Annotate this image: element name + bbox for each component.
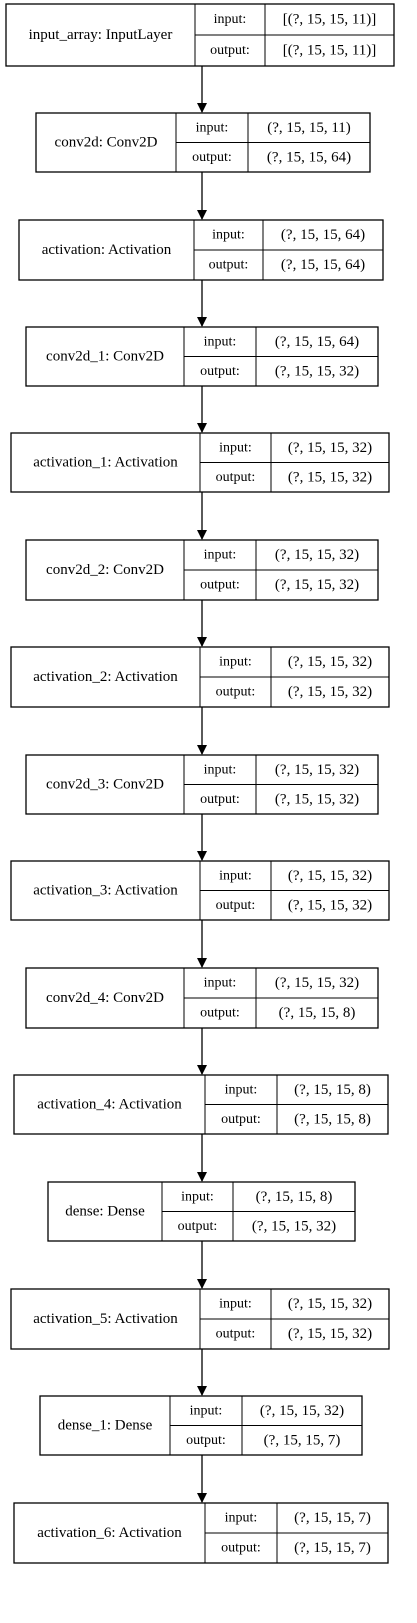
layer-name: conv2d_1: Conv2D: [46, 349, 164, 365]
layer-name: activation_6: Activation: [37, 1525, 182, 1541]
input-shape: (?, 15, 15, 32): [275, 547, 359, 563]
layer-node: conv2d_4: Conv2D input: output: (?, 15, 15,…: [25, 967, 379, 1029]
output-shape: (?, 15, 15, 64): [267, 149, 351, 165]
layer-name: conv2d_2: Conv2D: [46, 562, 164, 578]
input-label: input:: [225, 1082, 258, 1097]
output-shape: (?, 15, 15, 32): [275, 577, 359, 593]
output-shape: (?, 15, 15, 7): [294, 1540, 371, 1556]
output-shape: (?, 15, 15, 32): [288, 897, 372, 913]
output-shape: (?, 15, 15, 32): [288, 469, 372, 485]
output-shape: [(?, 15, 15, 11)]: [283, 43, 377, 59]
output-label: output:: [178, 1219, 218, 1234]
input-shape: (?, 15, 15, 11): [267, 120, 351, 136]
output-label: output:: [192, 150, 232, 165]
input-shape: [(?, 15, 15, 11)]: [283, 12, 377, 28]
output-label: output:: [186, 1433, 226, 1448]
output-shape: (?, 15, 15, 32): [275, 363, 359, 379]
layer-name: conv2d_4: Conv2D: [46, 990, 164, 1006]
layer-node: input_array: InputLayer input: output: [(?,…: [5, 3, 395, 67]
input-label: input:: [204, 976, 237, 991]
output-label: output:: [210, 43, 250, 58]
input-label: input:: [204, 334, 237, 349]
layer-node: activation_6: Activation input: output: (?,…: [13, 1502, 389, 1564]
input-shape: (?, 15, 15, 32): [288, 868, 372, 884]
output-shape: (?, 15, 15, 32): [252, 1218, 336, 1234]
layer-node: activation_4: Activation input: output: (?,…: [13, 1074, 389, 1135]
input-label: input:: [219, 440, 252, 455]
output-shape: (?, 15, 15, 7): [264, 1432, 341, 1448]
layer-name: dense_1: Dense: [58, 1418, 153, 1434]
output-label: output:: [216, 685, 256, 700]
layer-name: conv2d: Conv2D: [55, 135, 158, 151]
input-shape: (?, 15, 15, 8): [256, 1189, 333, 1205]
input-label: input:: [219, 655, 252, 670]
output-label: output:: [200, 364, 240, 379]
input-label: input:: [196, 120, 229, 135]
layer-node: activation_3: Activation input: output: (?,…: [10, 860, 390, 921]
output-label: output:: [216, 1327, 256, 1342]
layer-name: activation_3: Activation: [33, 883, 178, 899]
input-label: input:: [214, 12, 247, 27]
input-shape: (?, 15, 15, 32): [260, 1403, 344, 1419]
layer-name: conv2d_3: Conv2D: [46, 777, 164, 793]
input-label: input:: [219, 868, 252, 883]
layer-node: activation: Activation input: output: (?, 1…: [18, 219, 384, 281]
input-shape: (?, 15, 15, 8): [294, 1082, 371, 1098]
input-shape: (?, 15, 15, 32): [275, 762, 359, 778]
layer-name: activation_1: Activation: [33, 455, 178, 471]
input-label: input:: [204, 548, 237, 563]
input-label: input:: [212, 228, 245, 243]
input-shape: (?, 15, 15, 64): [275, 334, 359, 350]
layer-name: dense: Dense: [65, 1204, 145, 1220]
output-label: output:: [216, 470, 256, 485]
input-label: input:: [181, 1189, 214, 1204]
output-label: output:: [209, 258, 249, 273]
input-shape: (?, 15, 15, 32): [288, 1296, 372, 1312]
output-label: output:: [200, 1006, 240, 1021]
input-label: input:: [219, 1297, 252, 1312]
layer-node: conv2d: Conv2D input: output: (?, 15, 15, 1…: [35, 112, 371, 173]
output-label: output:: [200, 578, 240, 593]
layer-name: activation_5: Activation: [33, 1311, 178, 1327]
input-shape: (?, 15, 15, 32): [275, 975, 359, 991]
layer-node: activation_1: Activation input: output: (?,…: [10, 432, 390, 493]
output-shape: (?, 15, 15, 64): [281, 257, 365, 273]
output-shape: (?, 15, 15, 32): [288, 684, 372, 700]
input-shape: (?, 15, 15, 7): [294, 1510, 371, 1526]
output-shape: (?, 15, 15, 32): [288, 1326, 372, 1342]
layer-node: conv2d_1: Conv2D input: output: (?, 15, 15,…: [25, 326, 379, 387]
input-shape: (?, 15, 15, 32): [288, 440, 372, 456]
output-label: output:: [221, 1112, 261, 1127]
input-shape: (?, 15, 15, 32): [288, 654, 372, 670]
layer-name: activation_4: Activation: [37, 1097, 182, 1113]
layer-name: activation_2: Activation: [33, 669, 178, 685]
input-label: input:: [204, 762, 237, 777]
output-shape: (?, 15, 15, 8): [294, 1111, 371, 1127]
input-label: input:: [225, 1511, 258, 1526]
layer-node: dense_1: Dense input: output: (?, 15, 15, 3…: [39, 1395, 363, 1456]
layer-node: conv2d_3: Conv2D input: output: (?, 15, 15,…: [25, 754, 379, 815]
output-label: output:: [216, 898, 256, 913]
layer-name: input_array: InputLayer: [29, 27, 173, 43]
output-shape: (?, 15, 15, 8): [279, 1005, 356, 1021]
layer-node: activation_2: Activation input: output: (?,…: [10, 646, 390, 708]
layer-node: activation_5: Activation input: output: (?,…: [10, 1288, 390, 1350]
output-label: output:: [200, 792, 240, 807]
layer-node: dense: Dense input: output: (?, 15, 15, 8) (…: [47, 1181, 356, 1242]
input-shape: (?, 15, 15, 64): [281, 227, 365, 243]
layer-node: conv2d_2: Conv2D input: output: (?, 15, 15,…: [25, 539, 379, 601]
layer-name: activation: Activation: [42, 242, 172, 258]
output-label: output:: [221, 1541, 261, 1556]
output-shape: (?, 15, 15, 32): [275, 791, 359, 807]
input-label: input:: [190, 1403, 223, 1418]
